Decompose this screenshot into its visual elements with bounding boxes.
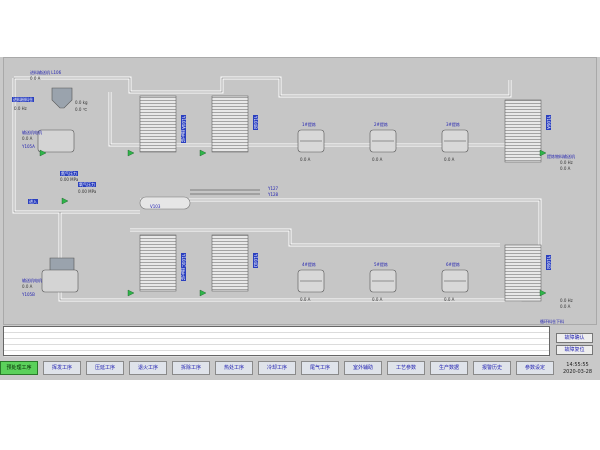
reactor-5-label: 5#提炼 bbox=[374, 262, 388, 267]
reactor-6-current: 0.0 A bbox=[444, 297, 455, 302]
lower-mixer-valve: Y105B bbox=[22, 292, 35, 297]
nav-item-heat[interactable]: 热处工序 bbox=[215, 361, 253, 375]
y127-label: Y127 bbox=[268, 186, 279, 191]
process-diagram bbox=[12, 76, 547, 302]
coil-tower-2 bbox=[211, 95, 249, 153]
message-row bbox=[4, 327, 549, 333]
elevator-tag-y106b: Y106B bbox=[546, 255, 551, 270]
nav-item-anneal[interactable]: 退火工序 bbox=[129, 361, 167, 375]
reactor-4-current: 0.0 A bbox=[300, 297, 311, 302]
coil-tower-1 bbox=[139, 95, 177, 153]
hopper-top bbox=[51, 87, 73, 109]
lower-mixer-label: 输送机电机 bbox=[22, 278, 42, 283]
oxygen-pressure-label: 氧气压力 bbox=[78, 182, 96, 187]
nav-item-production-data[interactable]: 生产数据 bbox=[430, 361, 468, 375]
nav-item-cooling[interactable]: 冷却工序 bbox=[258, 361, 296, 375]
message-row bbox=[4, 351, 549, 357]
feed-silo-temp: 0.0 ℃ bbox=[75, 107, 88, 112]
elevator-tag-y104d: Y104D bbox=[253, 253, 258, 269]
reactor-2-label: 2#提炼 bbox=[374, 122, 388, 127]
elevator-tag-y104a: Y104A 提升机 bbox=[181, 115, 186, 144]
right-conveyor-hz: 0.0 Hz bbox=[560, 160, 573, 165]
elevator-tag-y104b: Y104B bbox=[253, 115, 258, 130]
nav-item-pretreatment[interactable]: 预处理工序 bbox=[0, 361, 38, 375]
inlet-label: 进入 bbox=[28, 199, 38, 204]
circulation-bin-label: 循环料仓下料 bbox=[540, 319, 564, 324]
nav-item-outdoor[interactable]: 室外辅助 bbox=[344, 361, 382, 375]
nav-item-process-params[interactable]: 工艺参数 bbox=[387, 361, 425, 375]
v103-vessel bbox=[139, 196, 191, 210]
right-conveyor-label: 提炼物料输送机 bbox=[547, 154, 575, 159]
message-row bbox=[4, 339, 549, 345]
feed-silo-label: 进料粉料仓 bbox=[12, 97, 34, 102]
coil-tower-4 bbox=[139, 234, 177, 292]
mixer-top bbox=[37, 129, 75, 153]
reactor-5-current: 0.0 A bbox=[372, 297, 383, 302]
clock-date: 2020-03-28 bbox=[562, 369, 593, 375]
reactor-3-current: 0.0 A bbox=[444, 157, 455, 162]
mixer-bottom bbox=[41, 269, 79, 293]
mixer-motor-current: 0.0 A bbox=[22, 136, 33, 141]
reactor-2-current: 0.0 A bbox=[372, 157, 383, 162]
reactor-3-label: 3#提炼 bbox=[446, 122, 460, 127]
nav-item-volatilize[interactable]: 挥发工序 bbox=[43, 361, 81, 375]
coil-tower-3 bbox=[504, 99, 542, 163]
reactor-4-label: 4#提炼 bbox=[302, 262, 316, 267]
feed-silo-hz: 0.0 Hz bbox=[14, 106, 27, 111]
nitrogen-pressure-value: 0.00 MPa bbox=[60, 177, 79, 182]
right-conveyor-current-2: 0.0 A bbox=[560, 304, 571, 309]
v103-label: V103 bbox=[150, 204, 161, 209]
clock-time: 14:55:55 bbox=[566, 362, 589, 368]
reactor-1-label: 1#提炼 bbox=[302, 122, 316, 127]
mixer-motor-label: 输送机电机 bbox=[22, 130, 42, 135]
top-blank-area bbox=[0, 0, 600, 57]
nav-item-dismantle[interactable]: 拆除工序 bbox=[172, 361, 210, 375]
right-conveyor-current: 0.0 A bbox=[560, 166, 571, 171]
message-row bbox=[4, 333, 549, 339]
elevator-tag-y106a: Y106A bbox=[546, 115, 551, 130]
right-conveyor-hz-2: 0.0 Hz bbox=[560, 298, 573, 303]
pipe-top-main bbox=[14, 76, 512, 98]
y128-label: Y128 bbox=[268, 192, 279, 197]
elevator-tag-y104c: Y104C 提升机 bbox=[181, 253, 186, 282]
feed-silo-kg: 0.0 kg bbox=[75, 100, 88, 105]
reactor-1-current: 0.0 A bbox=[300, 157, 311, 162]
nav-item-exhaust[interactable]: 尾气工序 bbox=[301, 361, 339, 375]
coil-tower-5 bbox=[211, 234, 249, 292]
nav-item-alarm-history[interactable]: 报警历史 bbox=[473, 361, 511, 375]
bottom-blank-area bbox=[0, 380, 600, 450]
alarm-message-list[interactable] bbox=[3, 326, 550, 357]
fault-confirm-button[interactable]: 故障确认 bbox=[556, 333, 593, 343]
reactor-6-label: 6#提炼 bbox=[446, 262, 460, 267]
feed-conveyor-label: 进料输送机 L106 bbox=[30, 70, 62, 75]
nav-item-param-settings[interactable]: 参数设定 bbox=[516, 361, 554, 375]
lower-mixer-current: 0.0 A bbox=[22, 284, 33, 289]
nav-item-calender[interactable]: 压延工序 bbox=[86, 361, 124, 375]
nitrogen-pressure-label: 氮气压力 bbox=[60, 171, 78, 176]
fault-reset-button[interactable]: 故障复位 bbox=[556, 345, 593, 355]
mixer-valve-label: Y105A bbox=[22, 144, 35, 149]
coil-tower-6 bbox=[504, 244, 542, 302]
message-row bbox=[4, 345, 549, 351]
bottom-nav: 预处理工序 挥发工序 压延工序 退火工序 拆除工序 热处工序 冷却工序 尾气工序… bbox=[0, 360, 600, 376]
feed-conveyor-current: 0.0 A bbox=[30, 76, 41, 81]
oxygen-pressure-value: 0.00 MPa bbox=[78, 189, 97, 194]
